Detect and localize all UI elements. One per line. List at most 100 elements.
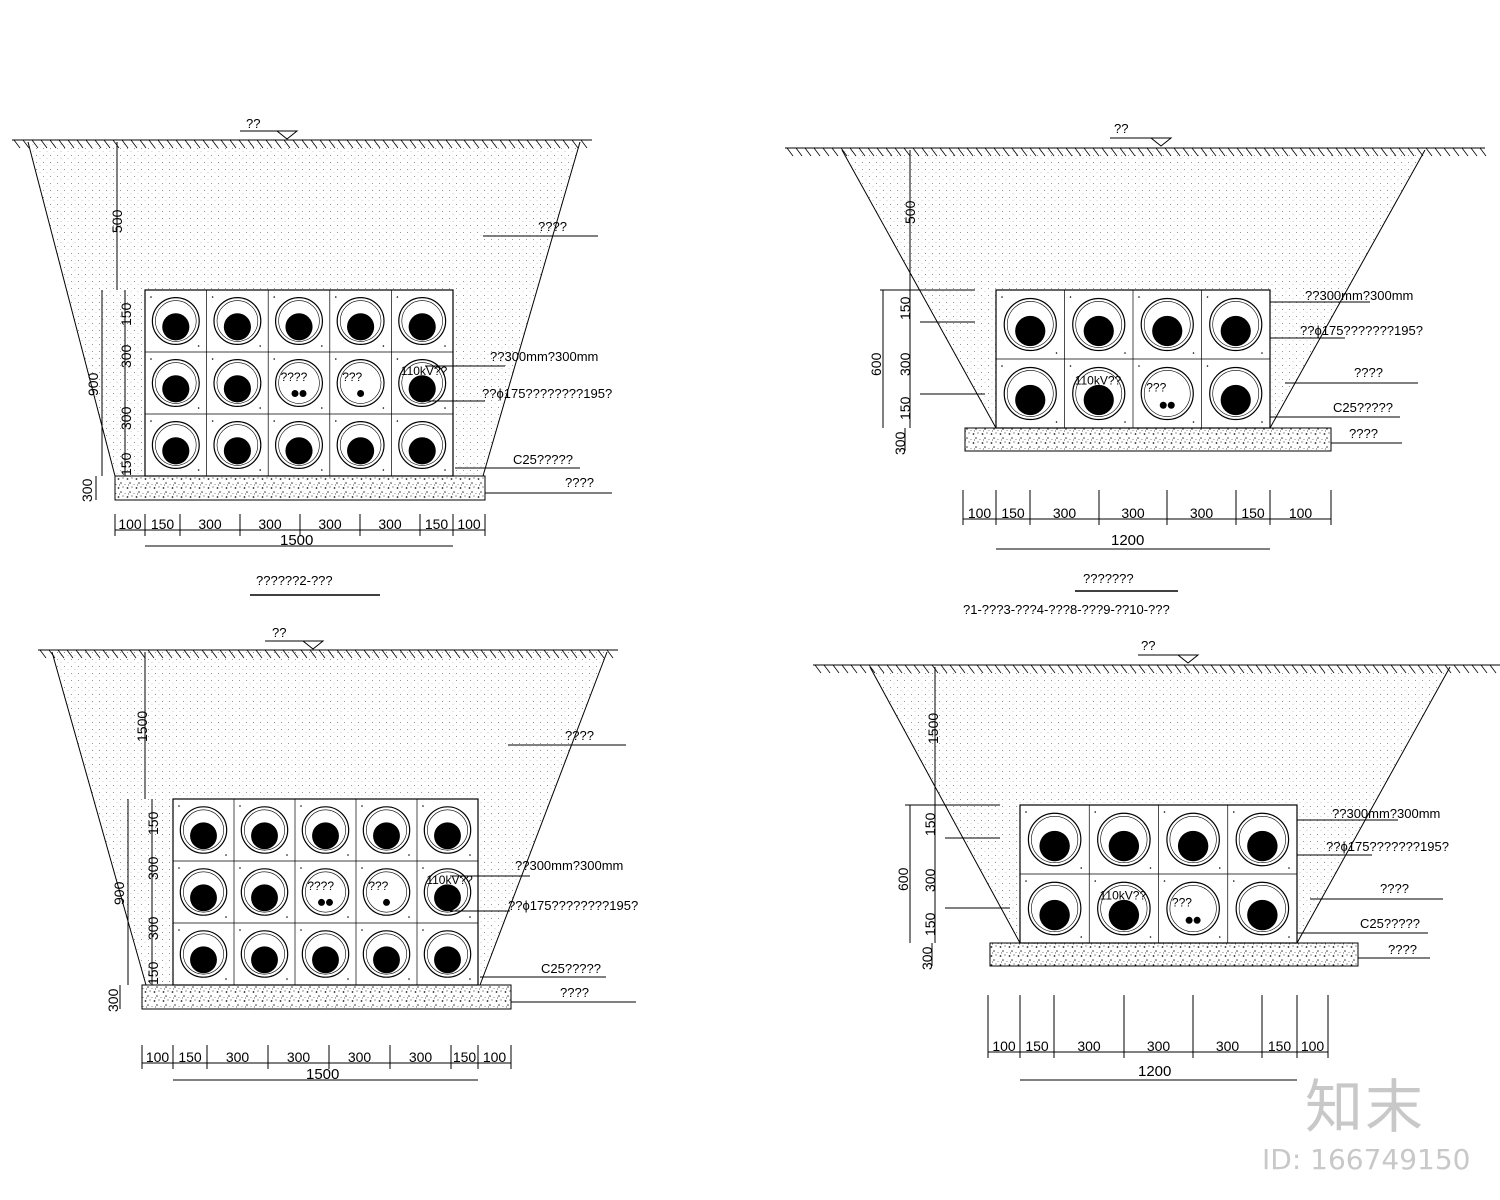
cable-filled <box>1247 899 1278 931</box>
hatch-stroke <box>1020 147 1028 157</box>
conduit-pipe <box>1072 297 1126 352</box>
caption: ??????? <box>1083 571 1134 586</box>
hatch-stroke <box>1426 664 1434 674</box>
hatch-stroke <box>1039 664 1047 674</box>
concrete-label: C25????? <box>1360 916 1420 931</box>
cable-filled <box>347 437 375 465</box>
hatch-stroke <box>1380 147 1388 157</box>
hatch-stroke <box>1344 147 1352 157</box>
hatch-stroke <box>1227 147 1235 157</box>
ground-marker-icon <box>275 130 299 140</box>
conduit-pipe-inner <box>1212 370 1260 417</box>
hatch-stroke <box>354 649 362 659</box>
hatch-stroke <box>588 649 596 659</box>
dim-label: 300 <box>318 516 342 532</box>
hatch-stroke <box>1066 664 1074 674</box>
hatch-stroke <box>1417 664 1425 674</box>
pipe-detail-label: ??ϕ175????????195? <box>482 386 612 401</box>
concrete-speck <box>225 916 227 918</box>
total-width-label: 1200 <box>1138 1063 1171 1080</box>
hatch-stroke <box>67 139 75 149</box>
watermark-logo: 知末 <box>1305 1073 1426 1141</box>
hatch-stroke <box>1174 664 1182 674</box>
total-width-label: 1500 <box>280 532 313 549</box>
hatch-stroke <box>579 649 587 659</box>
dim-label: 300 <box>1216 1038 1240 1054</box>
concrete-speck <box>1218 867 1221 869</box>
hatch-stroke <box>903 147 911 157</box>
concrete-speck <box>239 929 241 931</box>
hatch-stroke <box>1065 147 1073 157</box>
conduit-pipe <box>274 420 324 470</box>
concrete-speck <box>197 407 200 409</box>
hatch-stroke <box>1075 664 1083 674</box>
dim-label: 100 <box>457 516 481 532</box>
dim-label: 300 <box>922 868 938 892</box>
hatch-stroke <box>121 139 129 149</box>
hatch-stroke <box>229 139 237 149</box>
hatch-stroke <box>1309 664 1317 674</box>
hatch-stroke <box>103 139 111 149</box>
concrete-speck <box>211 296 214 298</box>
hatch-stroke <box>1327 664 1335 674</box>
hatch-stroke <box>517 139 525 149</box>
hatch-stroke <box>1057 664 1065 674</box>
ground-label: ?? <box>1141 638 1155 653</box>
hatch-stroke <box>912 147 920 157</box>
conduit-pipe <box>179 930 228 978</box>
hatch-stroke <box>1012 664 1020 674</box>
conduit-pipe-inner <box>339 300 382 342</box>
hatch-stroke <box>967 664 975 674</box>
trench-wall <box>482 141 581 477</box>
ground-hatch <box>39 649 614 659</box>
hatch-stroke <box>876 147 884 157</box>
cell-label: ???? <box>307 879 334 893</box>
dim-label: 150 <box>118 452 134 476</box>
concrete-speck <box>1069 365 1072 367</box>
hatch-stroke <box>1452 147 1460 157</box>
cable-filled <box>251 884 278 912</box>
conduit-pipe-inner <box>1006 301 1054 348</box>
hatch-stroke <box>139 139 147 149</box>
conduit-pipe-inner <box>216 362 259 404</box>
base-slab <box>114 475 486 501</box>
cable-filled <box>312 946 339 974</box>
conduit-pipe-inner <box>366 809 407 851</box>
conduit-pipe <box>240 930 289 978</box>
pipe-detail-label: ??ϕ175???????195? <box>1326 839 1449 854</box>
hatch-stroke <box>795 147 803 157</box>
hatch-stroke <box>1110 147 1118 157</box>
cable-filled <box>1247 830 1278 862</box>
dim-label: 150 <box>1241 505 1265 521</box>
hatch-stroke <box>1120 664 1128 674</box>
ground-marker-icon <box>1149 137 1173 147</box>
hatch-stroke <box>1335 147 1343 157</box>
concrete-speck <box>1001 365 1003 367</box>
conduit-pipe-inner <box>427 871 468 913</box>
hatch-stroke <box>814 664 822 674</box>
conduit-pipe-inner <box>244 933 285 975</box>
hatch-stroke <box>463 139 471 149</box>
dim-label: 300 <box>892 431 908 455</box>
base-slab <box>989 942 1359 967</box>
hatch-stroke <box>1083 147 1091 157</box>
hatch-stroke <box>930 147 938 157</box>
dim-label: 300 <box>287 1049 311 1065</box>
hatch-stroke <box>210 649 218 659</box>
conduit-pipe-inner <box>1006 370 1054 417</box>
cable-filled <box>162 313 190 341</box>
dim-label: 150 <box>178 1049 202 1065</box>
hatch-stroke <box>984 147 992 157</box>
cell-label: ??? <box>1172 896 1192 910</box>
hatch-stroke <box>922 664 930 674</box>
pipe-grid: 110kV????? <box>1020 805 1297 943</box>
hatch-stroke <box>1353 147 1361 157</box>
ground-label: ?? <box>272 625 286 640</box>
hatch-stroke <box>1021 664 1029 674</box>
concrete-speck <box>197 469 200 471</box>
hatch-stroke <box>1416 147 1424 157</box>
hatch-stroke <box>192 649 200 659</box>
dim-label: 150 <box>1268 1038 1292 1054</box>
hatch-stroke <box>220 139 228 149</box>
cable-filled <box>190 884 217 912</box>
